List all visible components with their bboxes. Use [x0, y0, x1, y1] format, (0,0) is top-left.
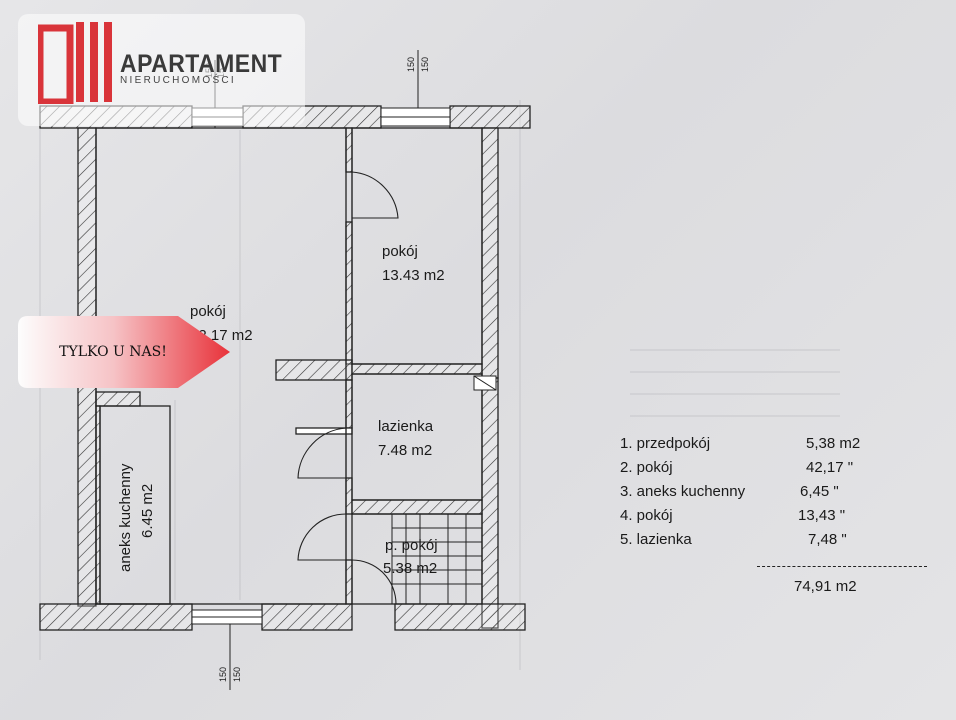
- room-name: p. pokój: [385, 537, 438, 554]
- summary-value: 13,43 ": [798, 507, 846, 524]
- summary-label: 3. aneks kuchenny: [620, 483, 746, 500]
- promo-badge[interactable]: TYLKO U NAS!: [18, 316, 230, 388]
- vent-shaft: [473, 375, 497, 391]
- summary-label: 1. przedpokój: [620, 435, 711, 452]
- room-area: 7.48 m2: [378, 442, 432, 459]
- room-area: 13.43 m2: [382, 267, 445, 284]
- building-logo-icon: [38, 22, 112, 104]
- room-name: aneks kuchenny: [117, 463, 134, 572]
- dimension-label: 150: [232, 667, 242, 682]
- logo-title: APARTAMENT: [120, 50, 283, 78]
- room-name: lazienka: [378, 418, 434, 435]
- logo-box: [18, 14, 305, 126]
- badge-text: TYLKO U NAS!: [59, 344, 167, 360]
- stairs: [391, 513, 483, 605]
- badge-shape: [18, 316, 230, 388]
- summary-value: 42,17 ": [806, 459, 854, 476]
- room-name: pokój: [190, 303, 226, 320]
- summary-total: 74,91 m2: [794, 578, 857, 595]
- dimension-label: 150: [420, 57, 430, 72]
- summary-value: 7,48 ": [808, 531, 847, 548]
- dimension-label: 150: [218, 667, 228, 682]
- summary-value: 5,38 m2: [806, 435, 861, 452]
- dimension-label: 150: [406, 57, 416, 72]
- summary-label: 4. pokój: [620, 507, 673, 524]
- doors: [297, 171, 399, 605]
- room-area: 5.38 m2: [383, 560, 437, 577]
- room-area: 6.45 m2: [139, 484, 156, 538]
- summary-label: 5. lazienka: [620, 531, 692, 548]
- summary-label: 2. pokój: [620, 459, 673, 476]
- summary-value: 6,45 ": [800, 483, 839, 500]
- summary-divider: [757, 566, 927, 567]
- logo-subtitle: NIERUCHOMOŚCI: [120, 75, 237, 86]
- room-name: pokój: [382, 243, 418, 260]
